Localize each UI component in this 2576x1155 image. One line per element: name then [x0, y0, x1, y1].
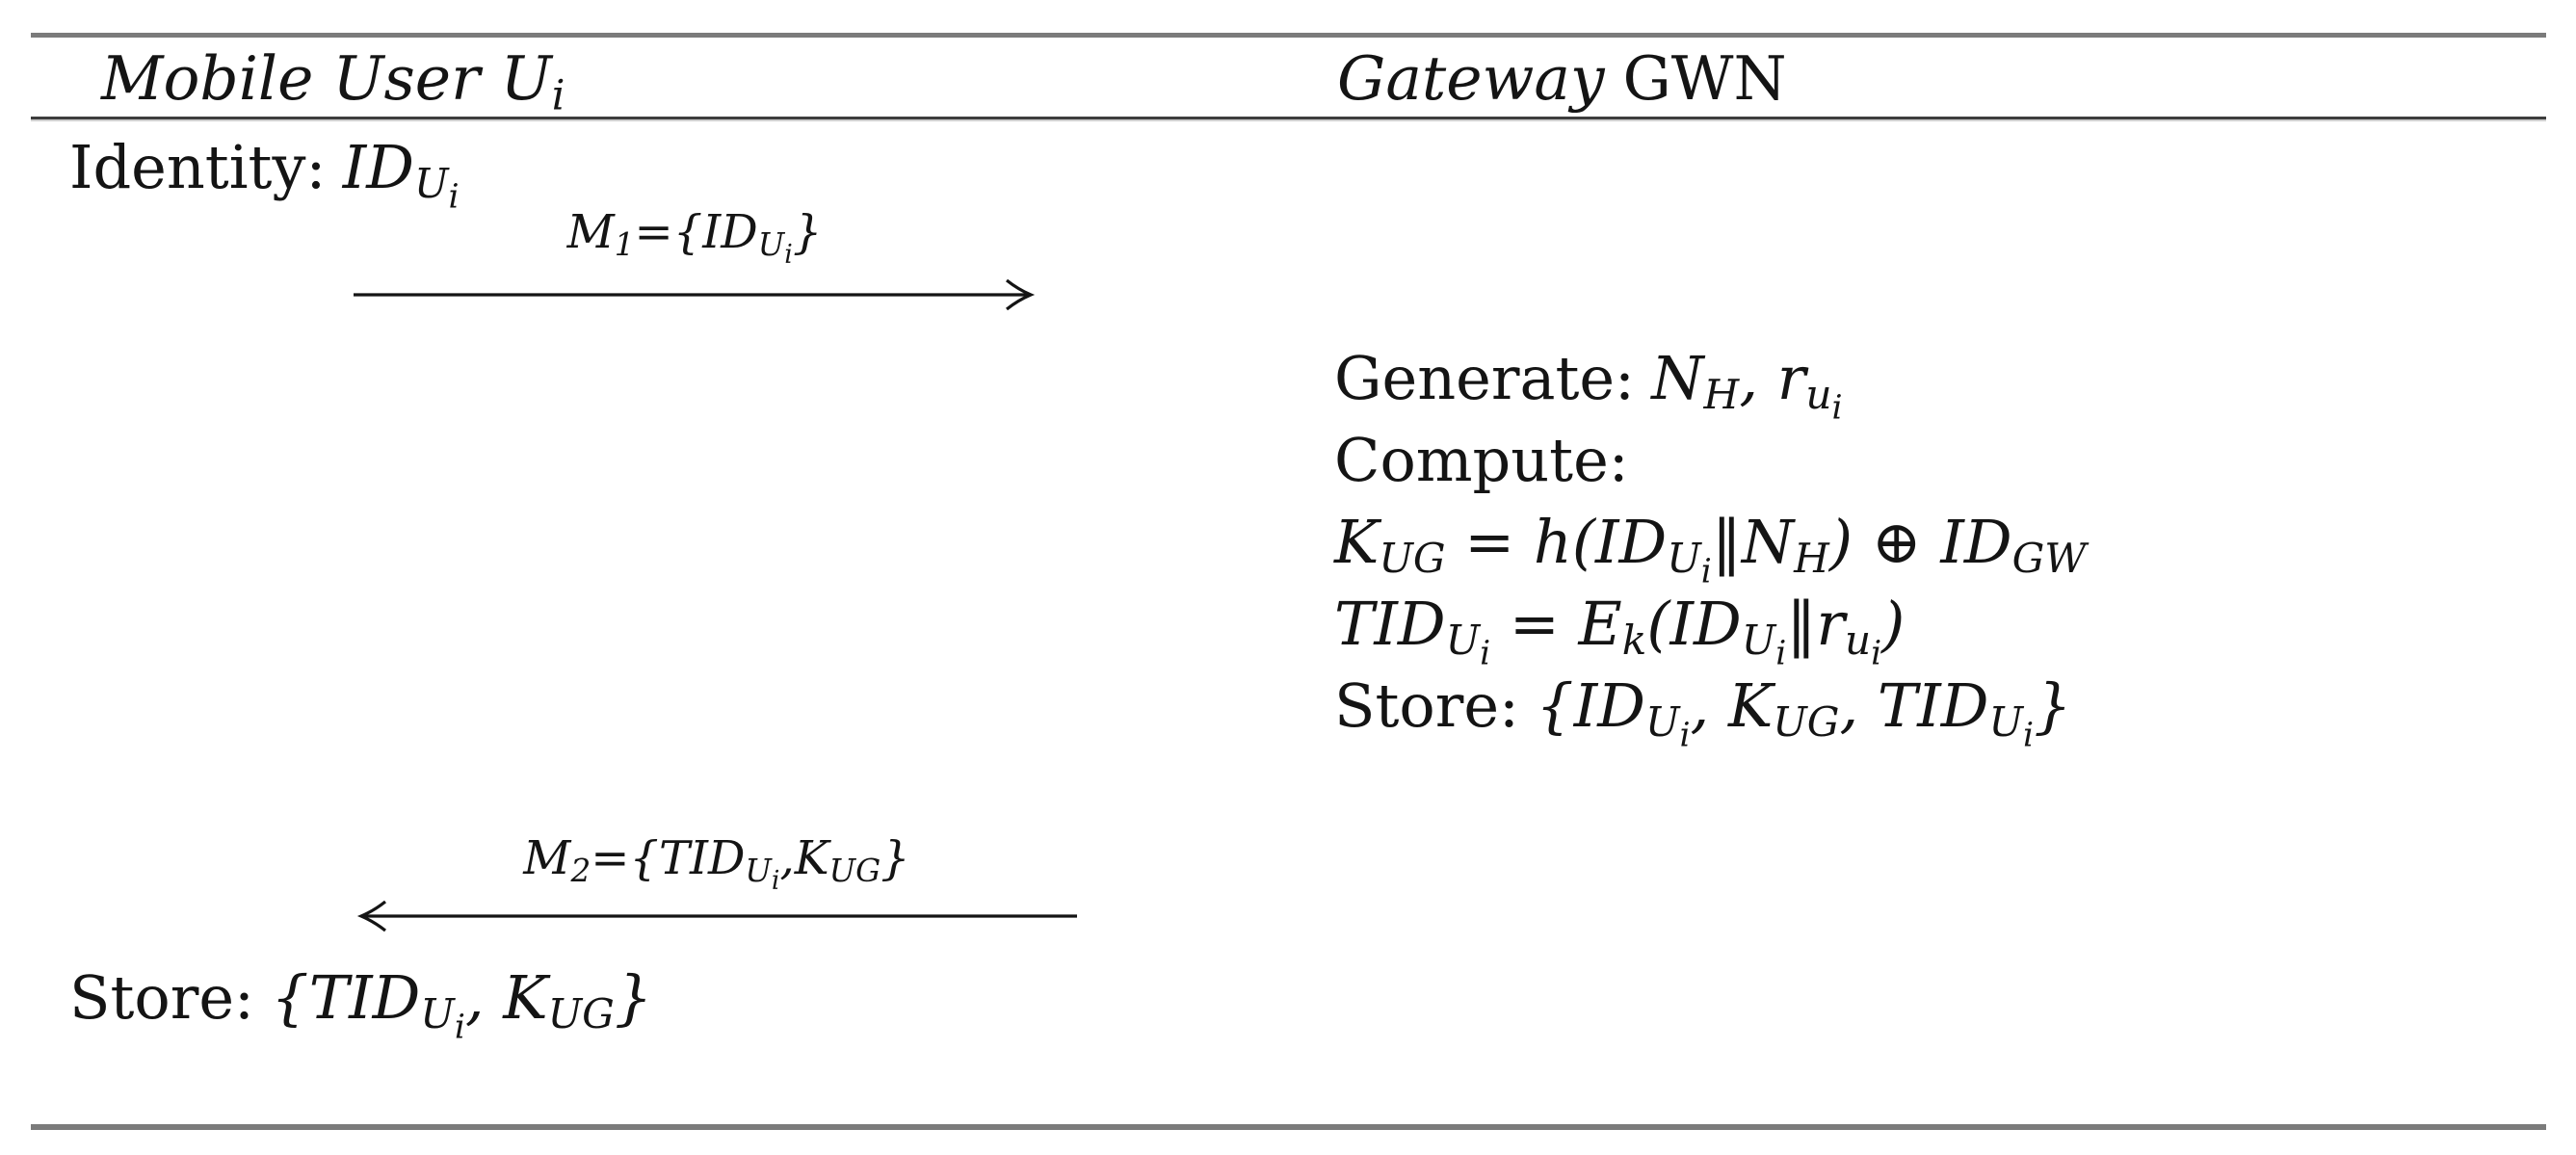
- gateway-store-line: Store:{IDUi, KUG, TIDUi}: [1334, 665, 2087, 755]
- user-store-math: {TIDUi, KUG}: [271, 962, 653, 1047]
- message-1-arrow-right-icon: [354, 278, 1036, 311]
- column-header-mobile-user: Mobile User Ui: [101, 43, 565, 120]
- generate-label: Generate:: [1334, 343, 1635, 413]
- identity-label: Identity:: [69, 132, 327, 202]
- user-store-label: Store:: [69, 962, 254, 1033]
- user-identity-line: Identity:IDUi: [69, 132, 460, 217]
- table-header-rule: [31, 117, 2546, 121]
- message-2-arrow-left-icon: [356, 900, 1077, 932]
- kug-math: KUG = h(IDUi‖NH) ⊕ IDGW: [1334, 507, 2087, 591]
- message-2-label: M2={TIDUi,KUG}: [523, 831, 910, 896]
- gateway-title: Gateway: [1337, 43, 1605, 114]
- gateway-kug-equation: KUG = h(IDUi‖NH) ⊕ IDGW: [1334, 501, 2087, 591]
- generate-math: NH, rui: [1651, 343, 1843, 428]
- user-store-line: Store:{TIDUi, KUG}: [69, 962, 653, 1047]
- gateway-store-math: {IDUi, KUG, TIDUi}: [1536, 670, 2072, 755]
- gateway-generate-line: Generate:NH, rui: [1334, 337, 2087, 428]
- identity-math: IDUi: [342, 132, 460, 217]
- mobile-user-title: Mobile User: [101, 43, 481, 114]
- table-top-rule: [31, 33, 2546, 38]
- compute-label: Compute:: [1334, 425, 1629, 495]
- gateway-computation-block: Generate:NH, rui Compute: KUG = h(IDUi‖N…: [1334, 337, 2087, 755]
- tid-math: TIDUi = Ek(IDUi‖rui): [1334, 589, 1906, 673]
- message-1-label: M1={IDUi}: [566, 205, 823, 270]
- mobile-user-symbol: Ui: [500, 43, 565, 120]
- gateway-tid-equation: TIDUi = Ek(IDUi‖rui): [1334, 583, 2087, 673]
- gateway-store-label: Store:: [1334, 670, 1519, 741]
- table-bottom-rule: [31, 1124, 2546, 1130]
- gateway-compute-line: Compute:: [1334, 419, 2087, 501]
- gateway-symbol: GWN: [1622, 43, 1787, 114]
